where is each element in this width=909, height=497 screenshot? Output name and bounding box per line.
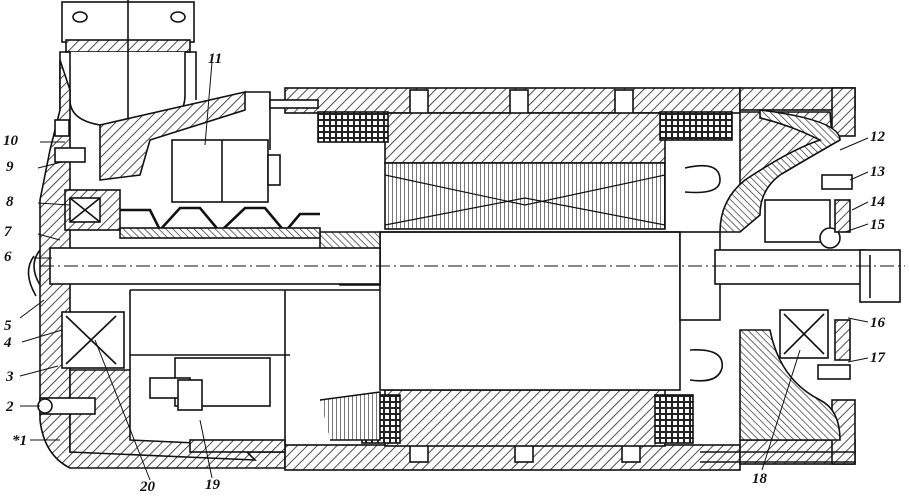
label-14: 14 — [870, 194, 885, 210]
label-10: 10 — [3, 133, 18, 149]
label-12: 12 — [870, 129, 885, 145]
label-18: 18 — [752, 471, 767, 487]
label-13: 13 — [870, 164, 885, 180]
label-3: 3 — [6, 369, 14, 385]
label-16: 16 — [870, 315, 885, 331]
stator-housing — [39, 59, 856, 471]
label-17: 17 — [870, 350, 885, 366]
label-11: 11 — [208, 51, 223, 67]
brush-gear — [119, 91, 321, 239]
label-6: 6 — [4, 249, 12, 265]
label-5: 5 — [4, 318, 12, 334]
label-2: 2 — [6, 399, 14, 415]
right-end-shield — [719, 109, 853, 441]
stator-core — [384, 112, 666, 447]
left-end-shield — [27, 90, 246, 369]
leader-lines — [19, 61, 869, 481]
label-9: 9 — [6, 159, 14, 175]
label-20: 20 — [140, 479, 155, 495]
label-1: *1 — [12, 433, 27, 449]
label-4: 4 — [4, 335, 12, 351]
shaft — [40, 247, 905, 303]
lower-brush-holder — [37, 289, 381, 461]
label-15: 15 — [870, 217, 885, 233]
label-19: 19 — [205, 477, 220, 493]
label-7: 7 — [4, 224, 12, 240]
label-8: 8 — [6, 194, 14, 210]
